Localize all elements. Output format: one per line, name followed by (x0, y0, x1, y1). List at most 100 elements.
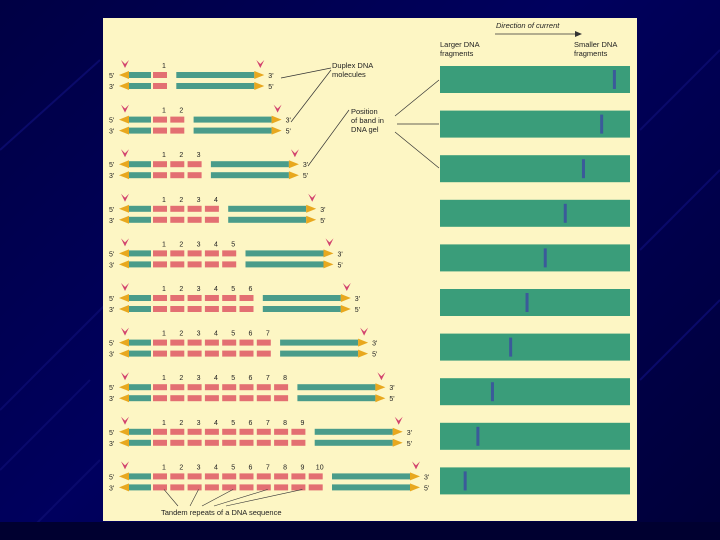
three-prime-label: 3' (109, 262, 114, 269)
tandem-repeat-block (239, 484, 254, 491)
tandem-repeat-block (187, 384, 202, 391)
band-callout-line (307, 109, 350, 167)
tandem-repeat-block (170, 428, 185, 435)
tandem-repeat-block (170, 350, 185, 357)
three-prime-label: 3' (389, 385, 394, 392)
tandem-repeat-block (308, 473, 323, 480)
five-prime-label: 5' (372, 352, 377, 359)
tandem-repeat-block (291, 473, 306, 480)
tandem-repeat-block (239, 339, 254, 346)
tandem-repeat-block (222, 339, 237, 346)
dna-strand-segment (129, 439, 151, 446)
left-arrowhead (119, 394, 129, 403)
tandem-repeat-block (170, 205, 185, 212)
tandem-repeat-block (187, 295, 202, 301)
left-arrowhead (119, 82, 129, 90)
five-prime-label: 5' (109, 162, 114, 169)
five-prime-label: 5' (355, 307, 360, 314)
tandem-repeat-block (153, 116, 167, 123)
cut-site-marker (342, 283, 351, 291)
dna-strand-segment (129, 295, 151, 301)
repeat-number: 2 (179, 464, 183, 471)
three-prime-label: 3' (320, 207, 325, 214)
dna-strand-segment (129, 250, 151, 257)
tandem-repeat-block (274, 439, 289, 446)
gel-lane (440, 66, 630, 93)
cut-site-marker (394, 416, 403, 425)
tandem-repeat-block (291, 484, 306, 491)
left-arrowhead (119, 472, 129, 481)
repeat-number: 1 (162, 331, 166, 338)
repeat-number: 1 (162, 286, 166, 293)
right-arrowhead (375, 383, 386, 392)
gel-lane (440, 199, 630, 227)
tandem-repeat-block (222, 473, 237, 480)
repeat-number: 6 (249, 464, 253, 471)
tandem-repeat-block (204, 205, 219, 212)
cut-site-marker (121, 461, 129, 470)
tandem-pointer-line (225, 489, 303, 507)
repeat-number: 8 (283, 420, 287, 427)
tandem-repeat-block (222, 428, 237, 435)
repeat-number: 7 (266, 464, 270, 471)
tandem-repeat-block (187, 350, 202, 357)
right-arrowhead (288, 160, 299, 169)
right-arrowhead (323, 249, 334, 258)
right-arrowhead (392, 438, 403, 447)
tandem-repeat-block (204, 216, 219, 223)
left-arrowhead (119, 249, 129, 258)
dna-strand-segment (193, 127, 272, 134)
gel-lane (440, 422, 630, 450)
three-prime-label: 3' (109, 352, 114, 359)
dna-strand-segment (262, 306, 341, 312)
repeat-number: 2 (179, 197, 183, 204)
dna-strand-segment (297, 395, 376, 402)
band-callout-line (394, 79, 440, 117)
left-arrowhead (119, 160, 129, 169)
repeat-number: 5 (231, 286, 235, 293)
three-prime-label: 3' (109, 173, 114, 180)
tandem-repeat-block (170, 484, 185, 491)
repeat-number: 2 (179, 375, 183, 382)
band-position-label: Position of band in DNA gel (351, 107, 384, 134)
dna-strand-segment (129, 172, 151, 179)
tandem-repeat-block (153, 261, 167, 268)
tandem-repeat-block (170, 395, 185, 402)
dna-strand-segment (129, 384, 151, 391)
three-prime-label: 3' (109, 396, 114, 403)
duplex-callout-line (290, 69, 332, 123)
tandem-repeat-block (170, 339, 185, 346)
tandem-repeat-block (239, 350, 254, 357)
tandem-repeat-block (187, 306, 202, 312)
left-arrowhead (119, 215, 129, 224)
repeat-number: 5 (231, 420, 235, 427)
tandem-repeat-block (153, 384, 167, 391)
three-prime-label: 3' (109, 485, 114, 492)
five-prime-label: 5' (303, 173, 308, 180)
repeat-number: 8 (283, 375, 287, 382)
tandem-repeat-block (187, 395, 202, 402)
cut-site-marker (121, 372, 129, 381)
repeat-number: 1 (162, 420, 166, 427)
five-prime-label: 5' (109, 385, 114, 392)
tandem-repeat-block (256, 473, 271, 480)
gel-band (463, 471, 467, 491)
gel-band (490, 382, 494, 402)
tandem-repeat-block (187, 428, 202, 435)
repeat-number: 9 (300, 420, 304, 427)
dna-strand-segment (129, 205, 151, 212)
tandem-repeat-block (204, 384, 219, 391)
repeat-number: 6 (249, 286, 253, 293)
right-arrowhead (254, 82, 265, 90)
repeat-number: 3 (197, 241, 201, 248)
tandem-repeat-block (153, 473, 167, 480)
repeat-number: 2 (179, 286, 183, 293)
cut-site-marker (121, 416, 129, 425)
dna-strand-segment (129, 306, 151, 312)
tandem-repeat-block (274, 428, 289, 435)
five-prime-label: 5' (286, 129, 291, 136)
tandem-repeat-block (256, 439, 271, 446)
gel-band (509, 337, 513, 357)
tandem-repeat-block (153, 172, 167, 179)
